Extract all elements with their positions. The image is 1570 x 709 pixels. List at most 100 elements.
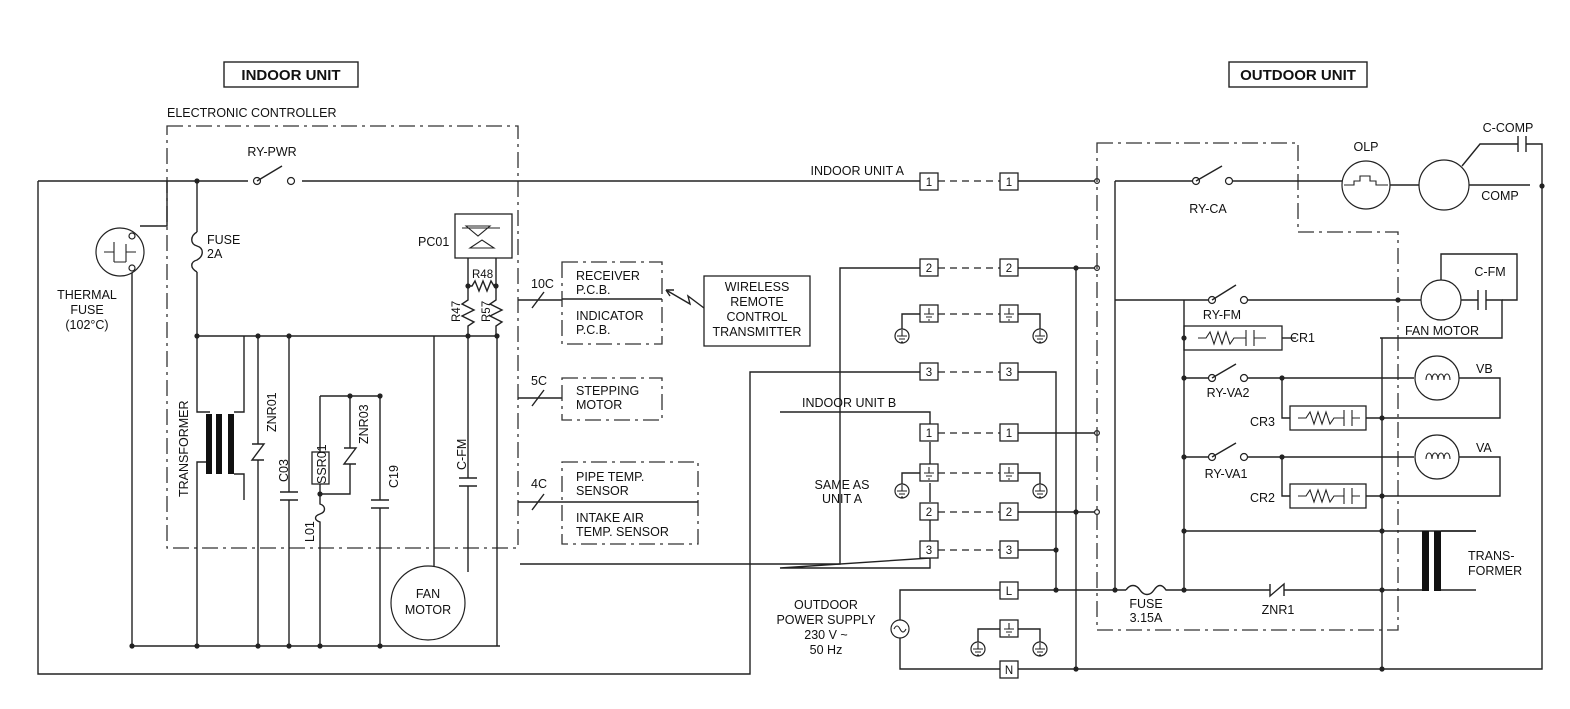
ground-unit-a — [894, 313, 1048, 344]
svg-text:3: 3 — [1006, 367, 1012, 379]
svg-text:FORMER: FORMER — [1468, 564, 1522, 578]
svg-text:MOTOR: MOTOR — [576, 398, 622, 412]
svg-text:FAN: FAN — [416, 587, 440, 601]
svg-text:1: 1 — [926, 177, 932, 189]
svg-text:TRANSFORMER: TRANSFORMER — [177, 400, 191, 497]
svg-text:REMOTE: REMOTE — [730, 295, 783, 309]
znr01-varistor: ZNR01 — [250, 336, 279, 646]
indoor-unit-a-label: INDOOR UNIT A — [810, 164, 904, 178]
outdoor-transformer: TRANS- FORMER — [1382, 530, 1522, 591]
terminal-block-unit-a: 1 1 2 2 3 3 — [919, 172, 1097, 590]
svg-text:RY-PWR: RY-PWR — [247, 145, 296, 159]
c19-capacitor: C19 — [371, 396, 401, 646]
svg-text:THERMAL: THERMAL — [57, 288, 117, 302]
temp-sensors: PIPE TEMP. SENSOR INTAKE AIR TEMP. SENSO… — [561, 461, 699, 545]
svg-text:TEMP. SENSOR: TEMP. SENSOR — [576, 525, 669, 539]
vb-valve: RY-VA2 VB CR3 — [1184, 355, 1501, 431]
svg-text:3: 3 — [1006, 545, 1012, 557]
indoor-fan-motor: FAN MOTOR C-FM — [390, 336, 498, 646]
thermal-fuse: THERMAL FUSE (102°C) — [57, 227, 145, 332]
svg-text:C-COMP: C-COMP — [1483, 121, 1534, 135]
svg-text:P.C.B.: P.C.B. — [576, 323, 611, 337]
svg-text:INDOOR UNIT: INDOOR UNIT — [241, 67, 340, 84]
svg-text:L01: L01 — [303, 521, 317, 542]
svg-text:MOTOR: MOTOR — [405, 603, 451, 617]
svg-text:5C: 5C — [531, 374, 547, 388]
svg-text:50 Hz: 50 Hz — [810, 643, 843, 657]
svg-text:STEPPING: STEPPING — [576, 384, 639, 398]
svg-text:VB: VB — [1476, 362, 1493, 376]
fuse-3-15a: FUSE 3.15A — [1125, 584, 1184, 625]
electronic-controller-label: ELECTRONIC CONTROLLER — [167, 106, 336, 120]
connector-5c: 5C — [518, 374, 562, 407]
ry-pwr-switch: RY-PWR — [247, 145, 302, 190]
svg-text:2: 2 — [1006, 507, 1012, 519]
connector-10c: 10C — [518, 277, 562, 309]
svg-text:CR1: CR1 — [1290, 331, 1315, 345]
svg-text:UNIT A: UNIT A — [822, 492, 863, 506]
svg-text:PC01: PC01 — [418, 235, 449, 249]
svg-text:FUSE: FUSE — [207, 233, 240, 247]
outdoor-buses — [1053, 178, 1118, 672]
connector-4c: 4C — [518, 477, 562, 511]
svg-text:TRANSMITTER: TRANSMITTER — [713, 325, 802, 339]
svg-text:1: 1 — [1006, 177, 1012, 189]
svg-text:OUTDOOR UNIT: OUTDOOR UNIT — [1240, 67, 1356, 84]
svg-text:2: 2 — [926, 507, 932, 519]
svg-text:CONTROL: CONTROL — [726, 310, 787, 324]
stepping-motor: STEPPING MOTOR — [561, 377, 663, 421]
svg-text:3.15A: 3.15A — [1130, 611, 1163, 625]
svg-text:INDICATOR: INDICATOR — [576, 309, 644, 323]
svg-text:WIRELESS: WIRELESS — [725, 280, 790, 294]
compressor-circuit: RY-CA OLP C-COMP COMP — [1115, 121, 1545, 670]
indoor-main-wiring — [37, 180, 920, 675]
svg-text:FUSE: FUSE — [1129, 597, 1162, 611]
svg-text:N: N — [1005, 665, 1013, 677]
svg-text:POWER SUPPLY: POWER SUPPLY — [776, 613, 876, 627]
svg-text:3: 3 — [926, 545, 932, 557]
svg-text:4C: 4C — [531, 477, 547, 491]
wireless-remote: WIRELESS REMOTE CONTROL TRANSMITTER — [665, 275, 811, 347]
svg-text:230 V ~: 230 V ~ — [804, 628, 847, 642]
svg-text:TRANS-: TRANS- — [1468, 549, 1515, 563]
svg-text:2A: 2A — [207, 247, 223, 261]
svg-text:3: 3 — [926, 367, 932, 379]
svg-text:RY-VA2: RY-VA2 — [1207, 386, 1250, 400]
indoor-transformer: TRANSFORMER — [177, 336, 245, 646]
svg-text:R47: R47 — [451, 301, 463, 322]
svg-text:FUSE: FUSE — [70, 303, 103, 317]
fuse-2a: FUSE 2A — [191, 181, 240, 336]
svg-text:L: L — [1006, 586, 1013, 598]
electronic-controller-boundary — [166, 125, 519, 549]
svg-text:RECEIVER: RECEIVER — [576, 269, 640, 283]
c03-capacitor: C03 — [277, 336, 298, 646]
svg-text:C19: C19 — [387, 465, 401, 488]
outdoor-power-supply: L N OUTDOOR POWER SUPPLY 230 V ~ 50 Hz — [776, 581, 1382, 679]
svg-text:VA: VA — [1476, 441, 1492, 455]
svg-text:C-FM: C-FM — [455, 439, 469, 470]
line-2-wire — [520, 267, 920, 565]
svg-text:CR2: CR2 — [1250, 491, 1275, 505]
indoor-junctions — [129, 178, 500, 649]
svg-text:SSR01: SSR01 — [315, 444, 329, 484]
svg-text:C03: C03 — [277, 459, 291, 482]
svg-text:RY-VA1: RY-VA1 — [1205, 467, 1248, 481]
svg-text:CR3: CR3 — [1250, 415, 1275, 429]
indoor-unit-b: SAME AS UNIT A 1 1 2 2 3 3 — [779, 411, 1097, 569]
outdoor-controller-boundary — [1096, 142, 1399, 631]
indoor-unit-title: INDOOR UNIT — [223, 61, 359, 88]
svg-text:2: 2 — [1006, 263, 1012, 275]
svg-text:P.C.B.: P.C.B. — [576, 283, 611, 297]
svg-text:PIPE TEMP.: PIPE TEMP. — [576, 470, 644, 484]
svg-text:(102°C): (102°C) — [65, 318, 108, 332]
svg-text:SAME AS: SAME AS — [815, 478, 870, 492]
resistors-r47-r48-r57: R48 R47 R57 — [451, 258, 504, 339]
svg-text:R57: R57 — [481, 301, 493, 322]
svg-text:COMP: COMP — [1481, 189, 1519, 203]
svg-text:2: 2 — [926, 263, 932, 275]
receiver-indicator-pcb: RECEIVER P.C.B. INDICATOR P.C.B. — [561, 261, 663, 345]
svg-text:10C: 10C — [531, 277, 554, 291]
indoor-unit-b-label: INDOOR UNIT B — [802, 396, 896, 410]
svg-text:INTAKE AIR: INTAKE AIR — [576, 511, 644, 525]
svg-text:1: 1 — [926, 428, 932, 440]
